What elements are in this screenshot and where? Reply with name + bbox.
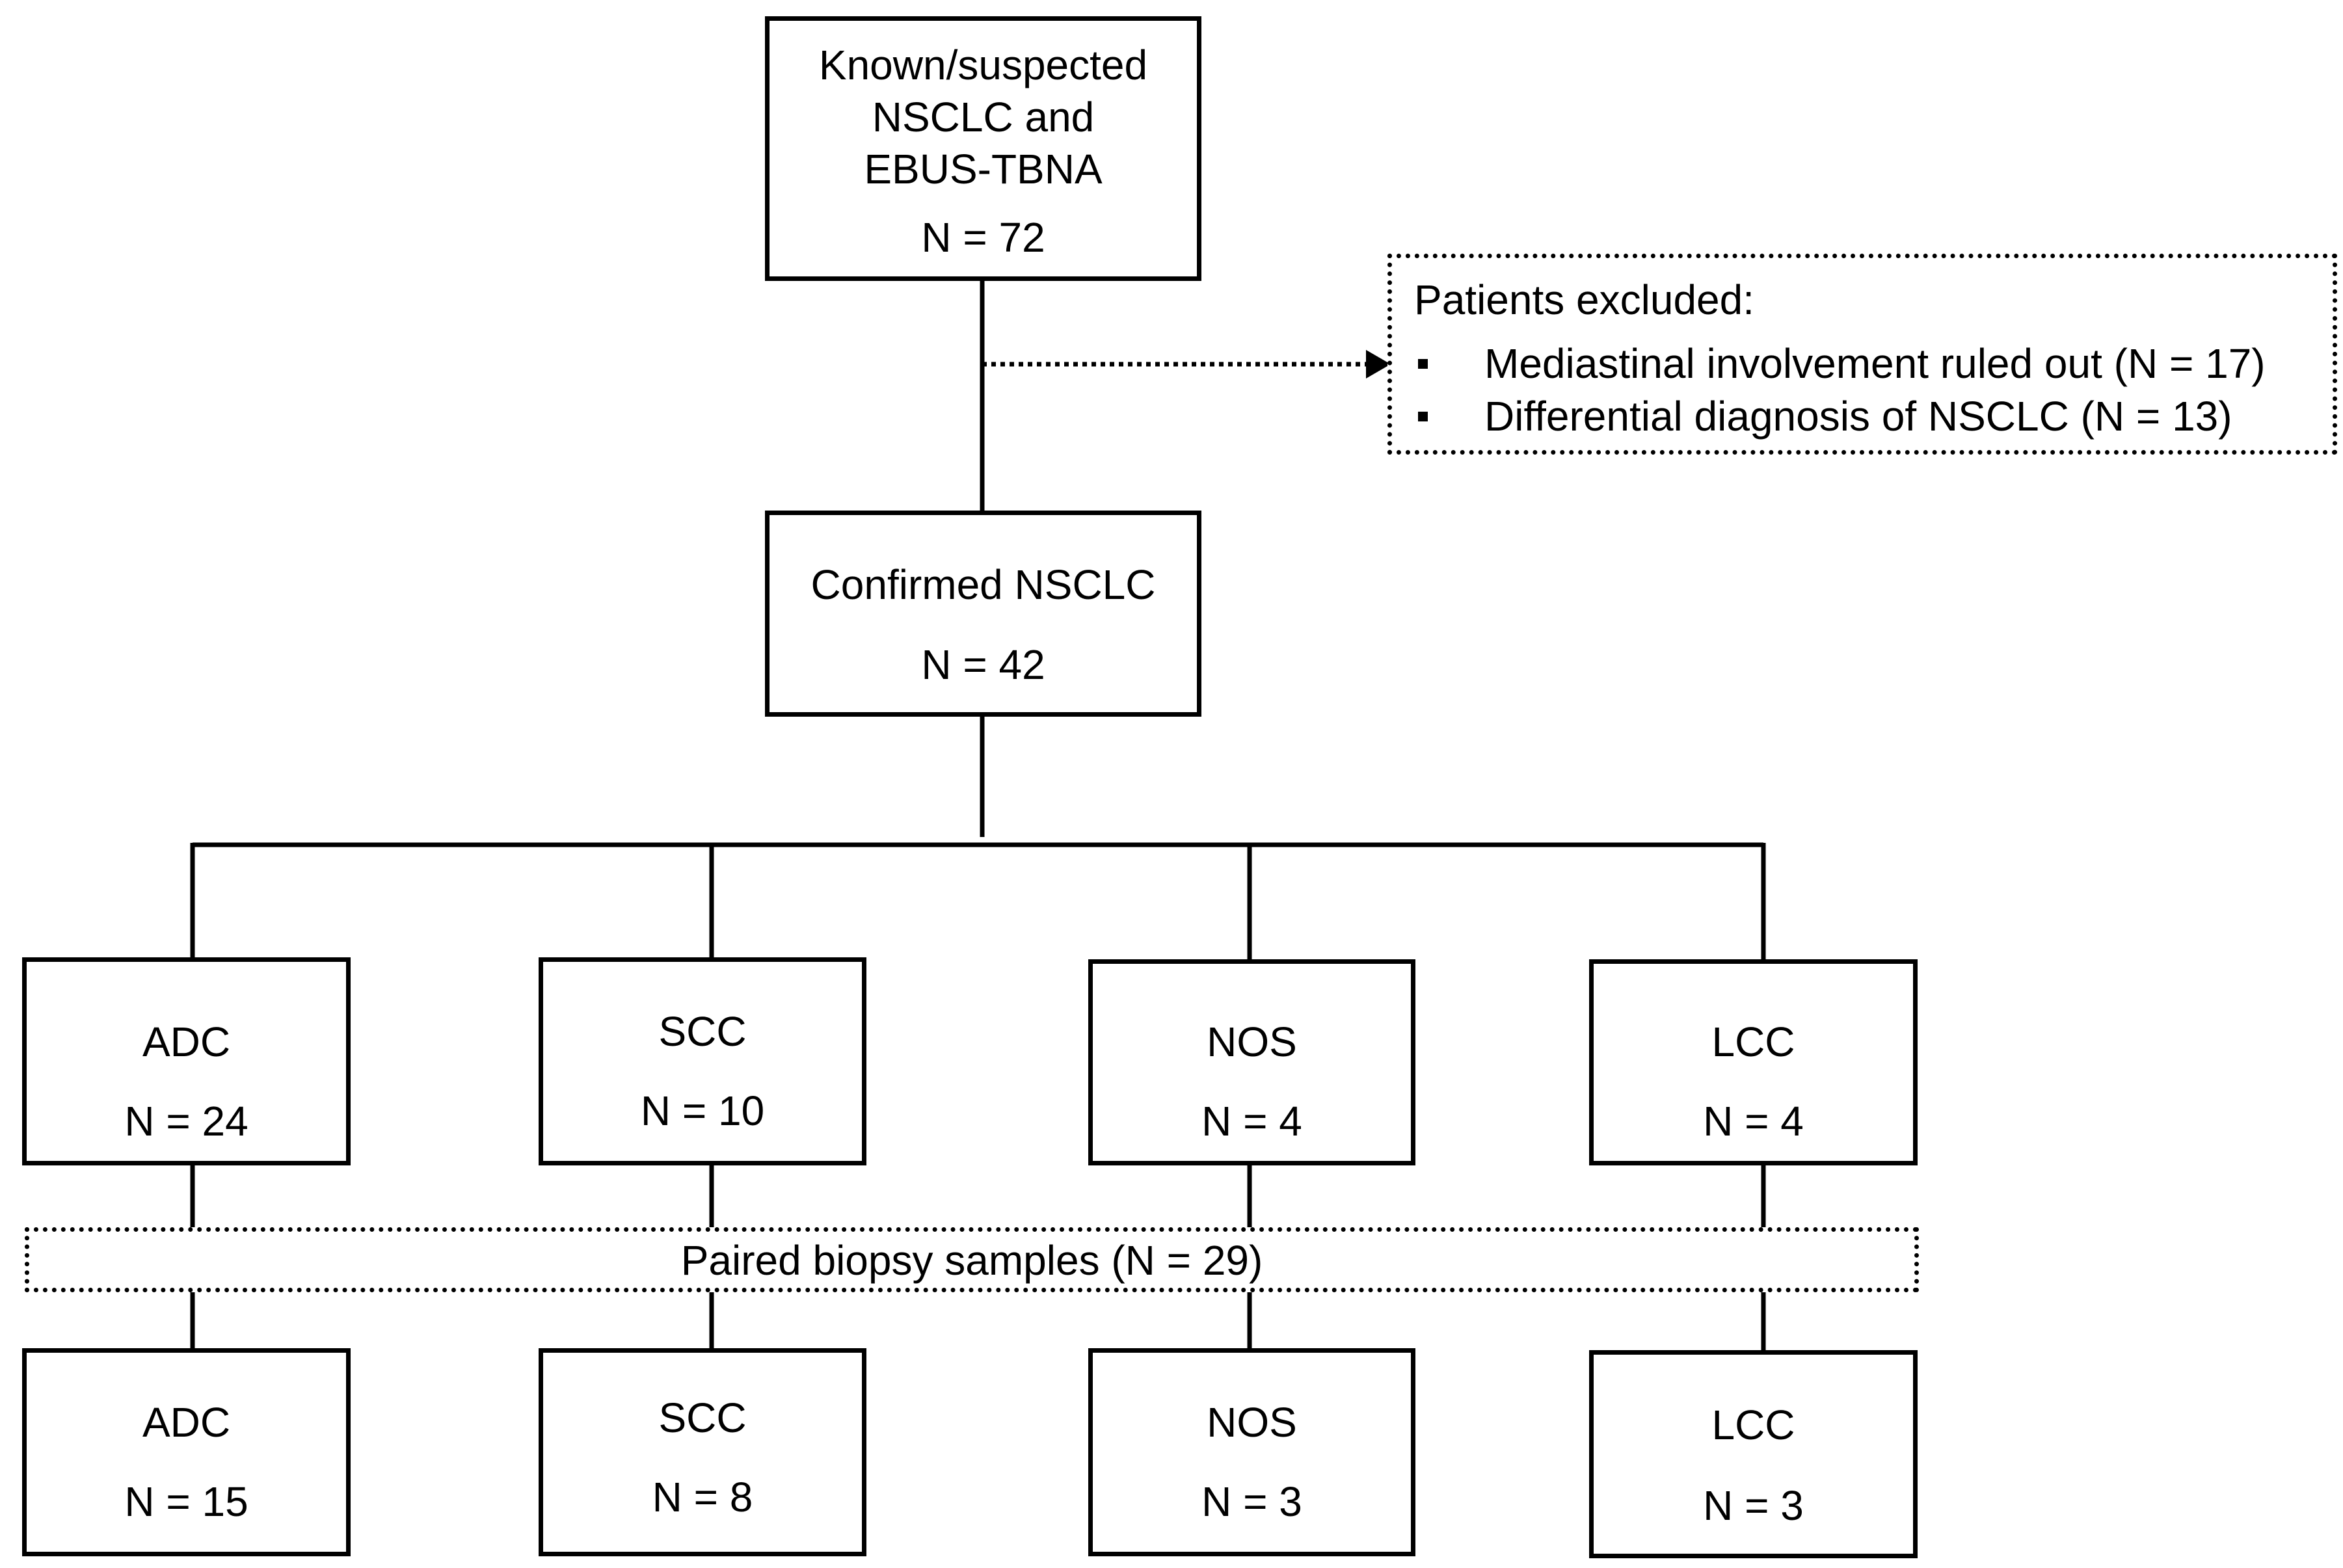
subtype-label-scc: SCC	[658, 1008, 747, 1055]
excluded-box: Patients excluded: Mediastinal involveme…	[1387, 254, 2337, 455]
subtype-label-lcc: LCC	[1711, 1018, 1795, 1065]
excluded-bullet-2	[1418, 412, 1428, 421]
biopsy-count-scc: N = 8	[652, 1474, 753, 1521]
biopsy-label-adc: ADC	[142, 1399, 231, 1446]
exclusion-arrow-head	[1366, 350, 1391, 379]
biopsy-count-lcc: N = 3	[1703, 1482, 1804, 1529]
paired-biopsy-band: Paired biopsy samples (N = 29)	[25, 1227, 1919, 1292]
top-box-line-3: EBUS-TBNA	[864, 146, 1103, 193]
biopsy-count-nos: N = 3	[1201, 1478, 1302, 1525]
biopsy-box-lcc: LCC N = 3	[1589, 1350, 1918, 1558]
excluded-item-2: Differential diagnosis of NSCLC (N = 13)	[1484, 393, 2232, 440]
biopsy-label-scc: SCC	[658, 1394, 747, 1441]
top-box: Known/suspected NSCLC and EBUS-TBNA N = …	[765, 16, 1201, 281]
subtype-label-nos: NOS	[1207, 1018, 1297, 1065]
subtype-label-adc: ADC	[142, 1018, 231, 1065]
confirmed-title: Confirmed NSCLC	[810, 561, 1156, 608]
subtype-count-scc: N = 10	[640, 1087, 765, 1134]
top-box-count: N = 72	[921, 214, 1045, 261]
biopsy-label-nos: NOS	[1207, 1399, 1297, 1446]
biopsy-count-adc: N = 15	[124, 1478, 248, 1525]
subtype-box-lcc: LCC N = 4	[1589, 959, 1918, 1165]
subtype-count-nos: N = 4	[1201, 1098, 1302, 1145]
subtype-box-adc: ADC N = 24	[22, 957, 351, 1165]
paired-biopsy-label: Paired biopsy samples (N = 29)	[680, 1237, 1263, 1284]
confirmed-box: Confirmed NSCLC N = 42	[765, 511, 1201, 717]
subtype-count-lcc: N = 4	[1703, 1098, 1804, 1145]
subtype-count-adc: N = 24	[124, 1098, 248, 1145]
top-box-line-2: NSCLC and	[872, 94, 1095, 140]
biopsy-box-scc: SCC N = 8	[539, 1348, 866, 1556]
biopsy-box-nos: NOS N = 3	[1088, 1348, 1415, 1556]
subtype-box-scc: SCC N = 10	[539, 957, 866, 1165]
excluded-item-1: Mediastinal involvement ruled out (N = 1…	[1484, 340, 2266, 387]
biopsy-label-lcc: LCC	[1711, 1402, 1795, 1448]
excluded-heading: Patients excluded:	[1414, 276, 1754, 323]
confirmed-count: N = 42	[921, 641, 1045, 688]
biopsy-box-adc: ADC N = 15	[22, 1348, 351, 1556]
excluded-bullet-1	[1418, 359, 1428, 369]
subtype-box-nos: NOS N = 4	[1088, 959, 1415, 1165]
top-box-line-1: Known/suspected	[818, 42, 1148, 88]
